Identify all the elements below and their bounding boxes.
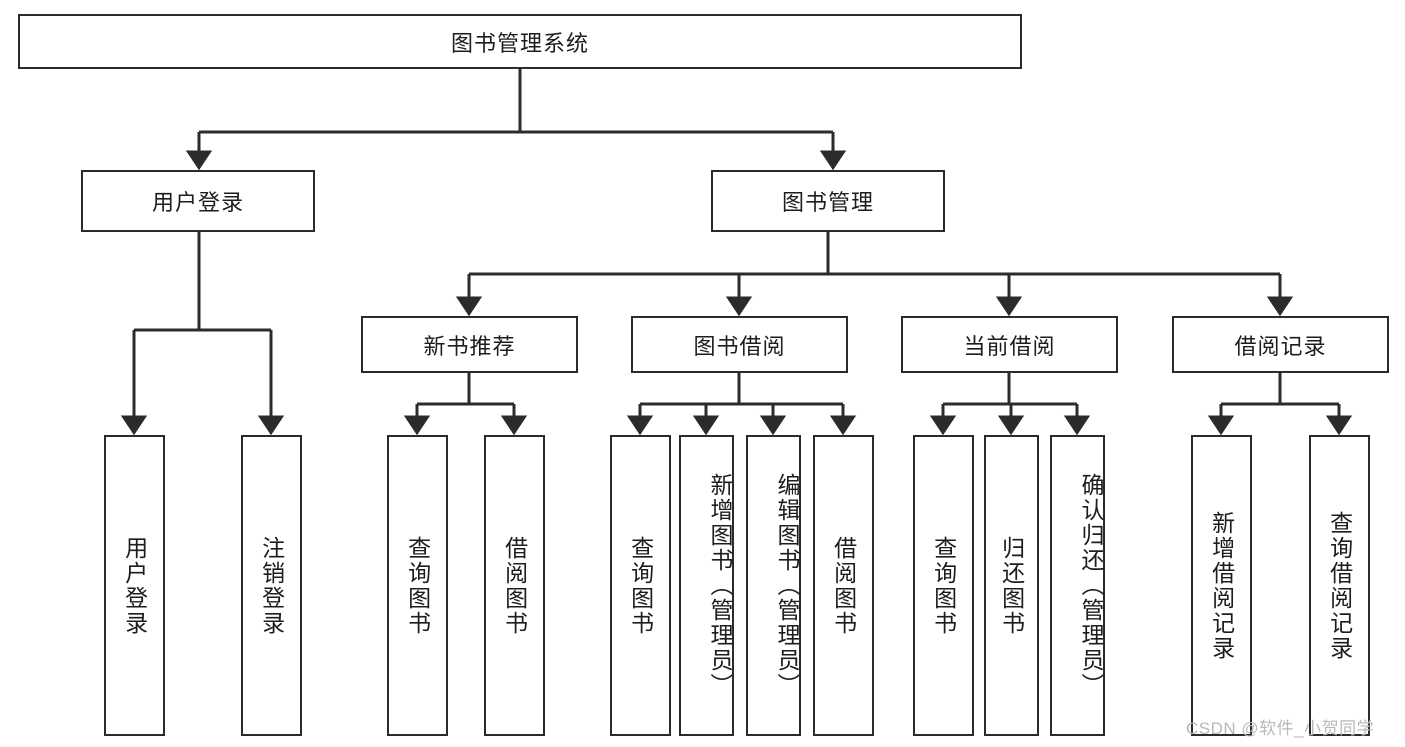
leaf-query-record-label: 查询借阅记录 (1326, 510, 1353, 661)
leaf-add-book[interactable]: 新增图书（管理员） (679, 435, 734, 736)
node-root-label: 图书管理系统 (450, 30, 589, 56)
node-borrow-record[interactable]: 借阅记录 (1172, 316, 1389, 373)
leaf-logout[interactable]: 注销登录 (241, 435, 302, 736)
leaf-confirm-return-label: 确认归还（管理员） (1078, 473, 1104, 698)
leaf-edit-book-label: 编辑图书（管理员） (774, 473, 800, 698)
leaf-add-record[interactable]: 新增借阅记录 (1191, 435, 1252, 736)
node-current-borrow-label: 当前借阅 (963, 333, 1056, 359)
csdn-watermark: CSDN @软件_小贺同学 (1186, 719, 1375, 738)
node-book-borrow-label: 图书借阅 (693, 333, 786, 359)
node-root[interactable]: 图书管理系统 (18, 14, 1022, 69)
leaf-confirm-return[interactable]: 确认归还（管理员） (1050, 435, 1105, 736)
leaf-add-record-label: 新增借阅记录 (1208, 510, 1235, 661)
leaf-add-book-label: 新增图书（管理员） (707, 473, 733, 698)
leaf-query-book-3-label: 查询图书 (930, 535, 957, 636)
leaf-query-book-2-label: 查询图书 (627, 535, 654, 636)
leaf-query-record[interactable]: 查询借阅记录 (1309, 435, 1370, 736)
node-current-borrow[interactable]: 当前借阅 (901, 316, 1118, 373)
leaf-borrow-book-2[interactable]: 借阅图书 (813, 435, 874, 736)
node-new-book-rec[interactable]: 新书推荐 (361, 316, 578, 373)
leaf-borrow-book-2-label: 借阅图书 (830, 535, 857, 636)
leaf-edit-book[interactable]: 编辑图书（管理员） (746, 435, 801, 736)
leaf-user-login[interactable]: 用户登录 (104, 435, 165, 736)
node-user-login-label: 用户登录 (151, 190, 244, 215)
leaf-return-book[interactable]: 归还图书 (984, 435, 1039, 736)
node-book-manage-label: 图书管理 (781, 190, 874, 215)
leaf-query-book-3[interactable]: 查询图书 (913, 435, 974, 736)
node-book-manage[interactable]: 图书管理 (711, 170, 945, 232)
leaf-logout-label: 注销登录 (258, 535, 285, 636)
leaf-user-login-label: 用户登录 (121, 535, 148, 636)
leaf-query-book-2[interactable]: 查询图书 (610, 435, 671, 736)
leaf-return-book-label: 归还图书 (998, 535, 1025, 636)
leaf-borrow-book-1-label: 借阅图书 (501, 535, 528, 636)
node-user-login[interactable]: 用户登录 (81, 170, 315, 232)
node-book-borrow[interactable]: 图书借阅 (631, 316, 848, 373)
node-borrow-record-label: 借阅记录 (1234, 333, 1327, 359)
leaf-query-book-1-label: 查询图书 (404, 535, 431, 636)
node-new-book-rec-label: 新书推荐 (423, 333, 516, 359)
leaf-query-book-1[interactable]: 查询图书 (387, 435, 448, 736)
leaf-borrow-book-1[interactable]: 借阅图书 (484, 435, 545, 736)
